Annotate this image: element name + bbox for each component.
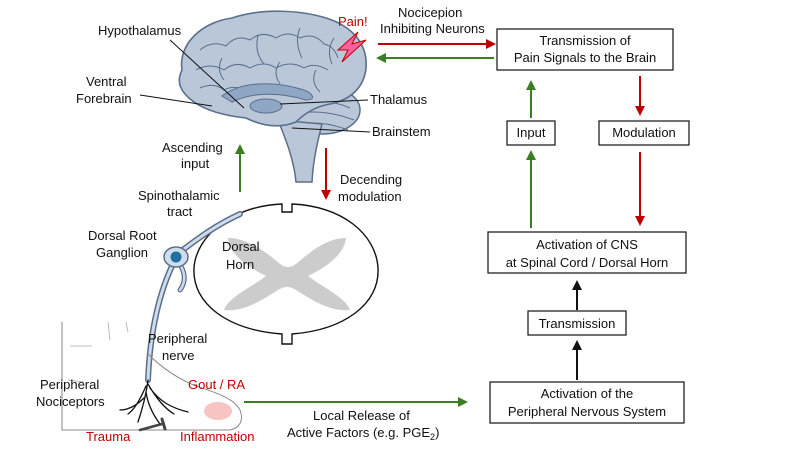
- nociceptor-endings: [119, 379, 189, 425]
- label-nociceptors: Nociceptors: [36, 394, 105, 409]
- label-local-release: Local Release of: [313, 408, 410, 423]
- label-modulation: modulation: [338, 189, 402, 204]
- ganglion-nucleus: [170, 251, 182, 263]
- label-hypothalamus: Hypothalamus: [98, 23, 182, 38]
- label-ascending: Ascending: [162, 140, 223, 155]
- thalamus-shape: [249, 98, 283, 114]
- foot-details: [67, 321, 129, 383]
- label-tract: tract: [167, 204, 193, 219]
- box-transmission-brain-line1: Transmission of: [539, 33, 631, 48]
- label-brainstem: Brainstem: [372, 124, 431, 139]
- label-nerve: nerve: [162, 348, 195, 363]
- leader-ventral-forebrain: [139, 94, 213, 107]
- leader-thalamus: [279, 99, 369, 105]
- label-inhibiting-2: Inhibiting Neurons: [380, 21, 485, 36]
- label-peripheral: Peripheral: [148, 331, 207, 346]
- label-inflammation: Inflammation: [180, 429, 254, 444]
- box-input-label: Input: [517, 125, 546, 140]
- label-forebrain: Forebrain: [76, 91, 132, 106]
- label-horn: Horn: [226, 257, 254, 272]
- label-trauma: Trauma: [86, 429, 131, 444]
- nerve-fiber: [145, 211, 243, 383]
- label-spinothalamic: Spinothalamic: [138, 188, 220, 203]
- label-input: input: [181, 156, 210, 171]
- brain-illustration: [178, 10, 367, 183]
- label-ganglion: Ganglion: [96, 245, 148, 260]
- box-activation-pns-line1: Activation of the: [541, 386, 634, 401]
- foot-outline: [61, 321, 243, 432]
- label-gout: Gout / RA: [188, 377, 245, 392]
- leader-hypothalamus: [169, 39, 245, 109]
- lightning-bolt-icon: [336, 31, 367, 63]
- nail-trauma: [138, 422, 164, 432]
- leader-brainstem: [291, 127, 371, 133]
- box-transmission-brain-line2: Pain Signals to the Brain: [514, 50, 656, 65]
- box-activation-cns: [487, 231, 687, 274]
- box-modulation-label: Modulation: [612, 125, 676, 140]
- box-transmission: [527, 310, 627, 336]
- box-input: [506, 120, 556, 146]
- brainstem-shape: [276, 119, 323, 183]
- box-transmission-label: Transmission: [539, 316, 616, 331]
- spinal-cord-cross-section: [193, 203, 379, 345]
- box-activation-cns-line2: at Spinal Cord / Dorsal Horn: [506, 255, 669, 270]
- label-dorsal: Dorsal: [222, 239, 260, 254]
- box-activation-cns-line1: Activation of CNS: [536, 237, 638, 252]
- box-modulation: [598, 120, 690, 146]
- gyri: [195, 27, 339, 95]
- label-decending: Decending: [340, 172, 402, 187]
- gray-matter: [224, 238, 350, 311]
- label-ventral: Ventral: [86, 74, 127, 89]
- label-peripheral-2: Peripheral: [40, 377, 99, 392]
- corpus-callosum: [221, 83, 313, 103]
- label-active-factors: Active Factors (e.g. PGE2): [287, 425, 439, 442]
- box-transmission-brain: [496, 28, 674, 71]
- foot-contour: [61, 322, 243, 431]
- label-dorsal-root: Dorsal Root: [88, 228, 157, 243]
- box-activation-pns-line2: Peripheral Nervous System: [508, 404, 666, 419]
- label-pain: Pain!: [338, 14, 368, 29]
- label-inhibiting-1: Nocicepion: [398, 5, 462, 20]
- nail-head: [160, 417, 167, 431]
- label-thalamus: Thalamus: [370, 92, 428, 107]
- inflammation-spot: [204, 402, 232, 420]
- box-activation-pns: [489, 381, 685, 424]
